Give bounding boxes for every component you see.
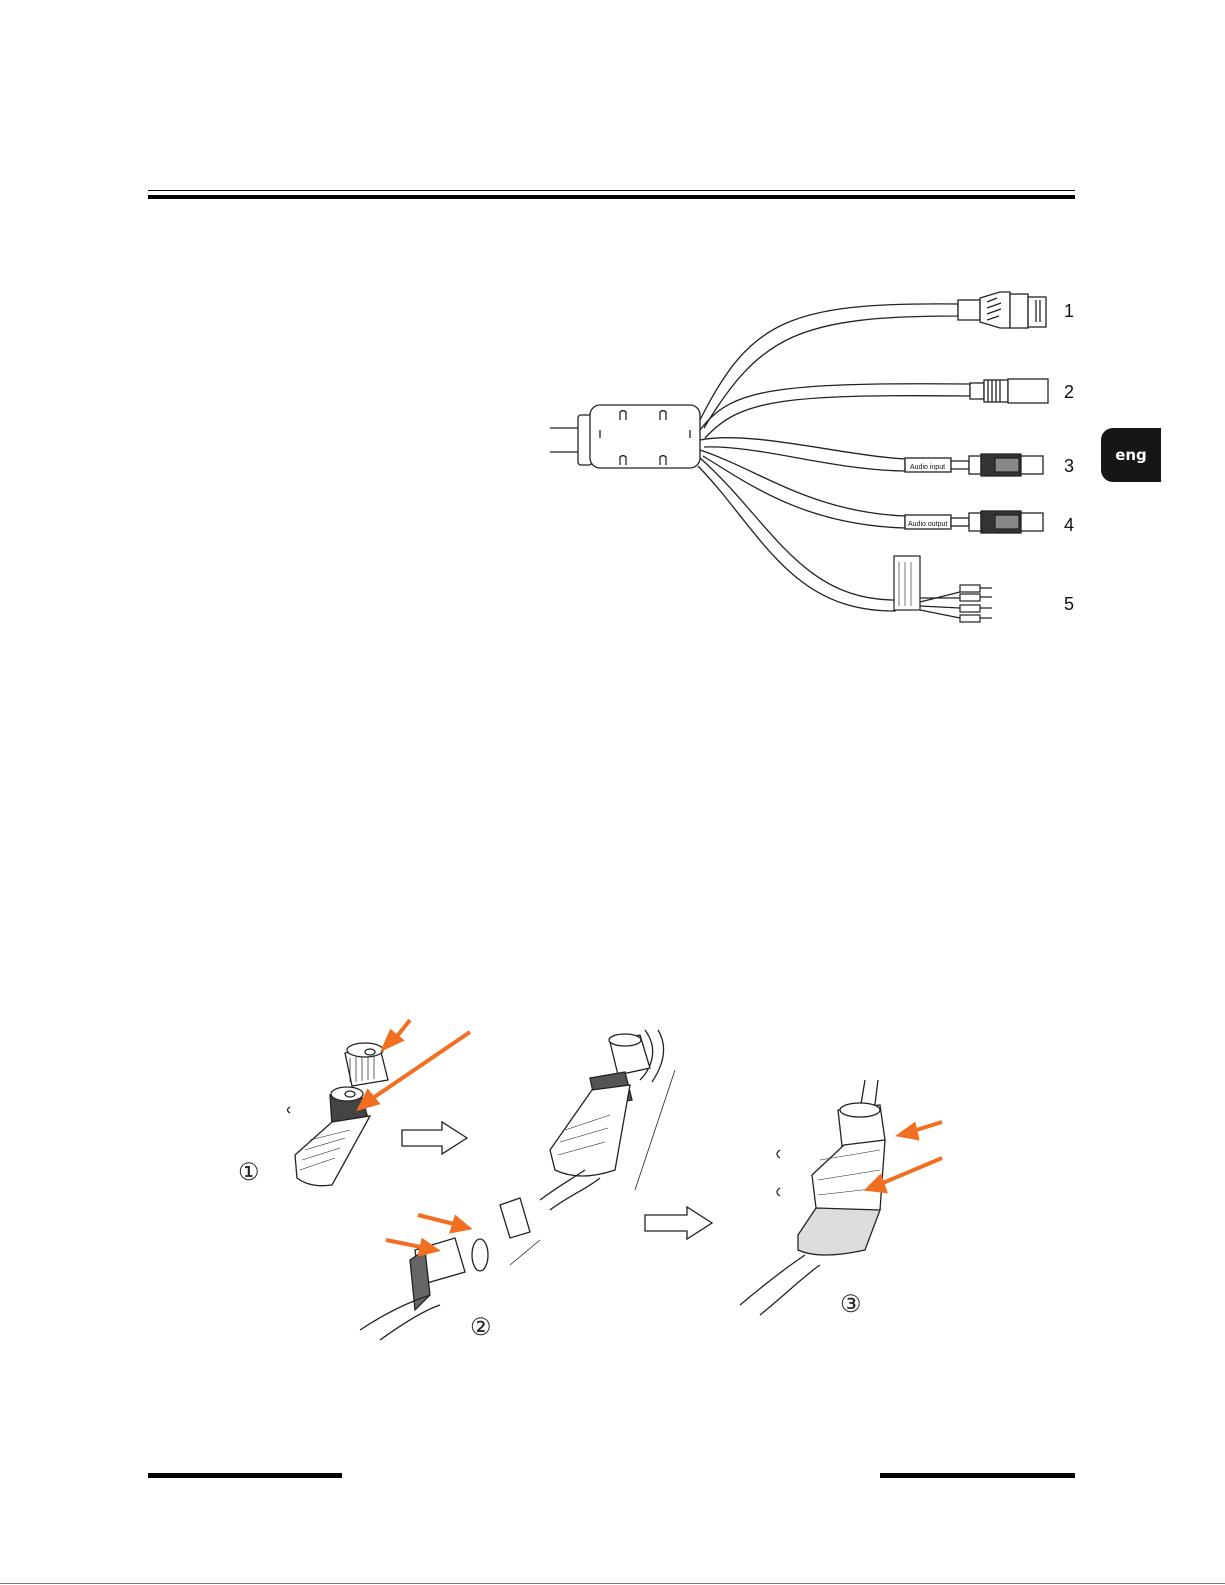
connector-5 [894, 556, 992, 622]
footer-rule-right [880, 1473, 1075, 1478]
header-rule-thin [148, 190, 1075, 191]
connector-2 [970, 379, 1048, 403]
connector-number-5: 5 [1064, 594, 1074, 615]
connector-number-4: 4 [1064, 515, 1074, 536]
step-3-label: ③ [840, 1291, 862, 1318]
step-2-label: ② [470, 1314, 492, 1341]
step-1-label: ① [238, 1159, 260, 1186]
connector-1 [958, 292, 1046, 328]
footer-bottom-rule [0, 1583, 1225, 1584]
language-tab-label: eng [1115, 446, 1147, 464]
waterproof-assembly-diagram: ① ② ③ [220, 1010, 960, 1350]
audio-output-label: Audio output [908, 521, 947, 528]
connector-number-1: 1 [1064, 301, 1074, 322]
connector-number-3: 3 [1064, 456, 1074, 477]
sealing-housing [288, 1087, 371, 1186]
cable-diagram: Audio input Audio output [540, 280, 1090, 640]
language-tab[interactable]: eng [1101, 428, 1161, 482]
audio-input-label: Audio input [910, 464, 945, 471]
footer-rule-left [148, 1473, 342, 1478]
connector-number-2: 2 [1064, 382, 1074, 403]
header-rule-thick [148, 195, 1075, 199]
